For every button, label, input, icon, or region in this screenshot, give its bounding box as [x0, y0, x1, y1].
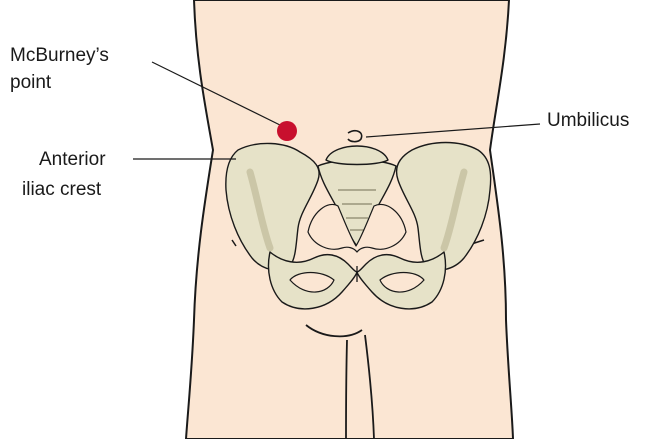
- inner-thigh-left: [346, 340, 347, 439]
- anterior-iliac-label-line2: iliac crest: [22, 179, 102, 200]
- mcburney-label-line2: point: [10, 72, 52, 93]
- mcburney-label-line1: McBurney’s: [10, 45, 109, 66]
- mcburney-point-marker: [277, 121, 297, 141]
- umbilicus-label: Umbilicus: [547, 110, 629, 131]
- anterior-iliac-label-line1: Anterior: [39, 149, 106, 170]
